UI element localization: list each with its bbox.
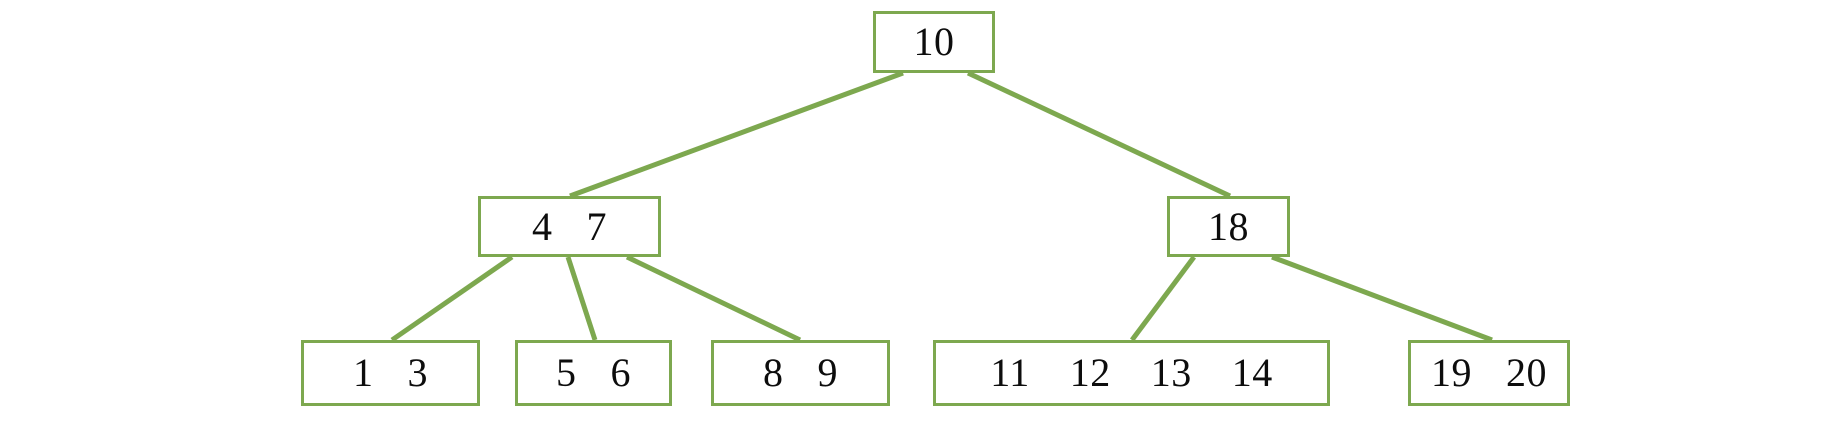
tree-edge-internal-left-to-leaf-3: [625, 254, 802, 343]
node-key: 20: [1506, 350, 1547, 395]
node-keys: 10: [914, 22, 955, 62]
node-key: 11: [990, 350, 1030, 395]
node-key: 6: [610, 350, 631, 395]
tree-edge-internal-left-to-leaf-1: [390, 254, 514, 343]
node-key: 18: [1208, 203, 1249, 249]
tree-edge-root-to-internal-left: [569, 70, 904, 199]
node-key: 13: [1150, 350, 1192, 395]
node-key: 7: [586, 203, 607, 249]
node-keys: 11 12 13 14: [990, 353, 1273, 393]
node-key: 1: [353, 350, 374, 395]
btree-node-leaf-4[interactable]: 11 12 13 14: [933, 340, 1330, 406]
tree-edge-internal-right-to-leaf-4: [1129, 255, 1197, 342]
tree-edge-internal-left-to-leaf-2: [565, 256, 598, 341]
node-key: 12: [1069, 350, 1111, 395]
node-key: 4: [532, 203, 553, 249]
node-key: 14: [1231, 350, 1273, 395]
tree-edge-root-to-internal-right: [966, 70, 1232, 199]
node-key: 5: [556, 350, 577, 395]
node-key: 10: [913, 19, 955, 64]
node-key: 8: [763, 350, 784, 395]
btree-node-root[interactable]: 10: [873, 11, 995, 73]
node-key: 3: [407, 350, 428, 395]
node-key: 19: [1431, 350, 1472, 395]
node-key: 9: [817, 350, 838, 395]
tree-edge-internal-right-to-leaf-5: [1271, 254, 1493, 343]
btree-node-internal-right[interactable]: 18: [1167, 196, 1290, 257]
node-keys: 18: [1208, 203, 1249, 249]
